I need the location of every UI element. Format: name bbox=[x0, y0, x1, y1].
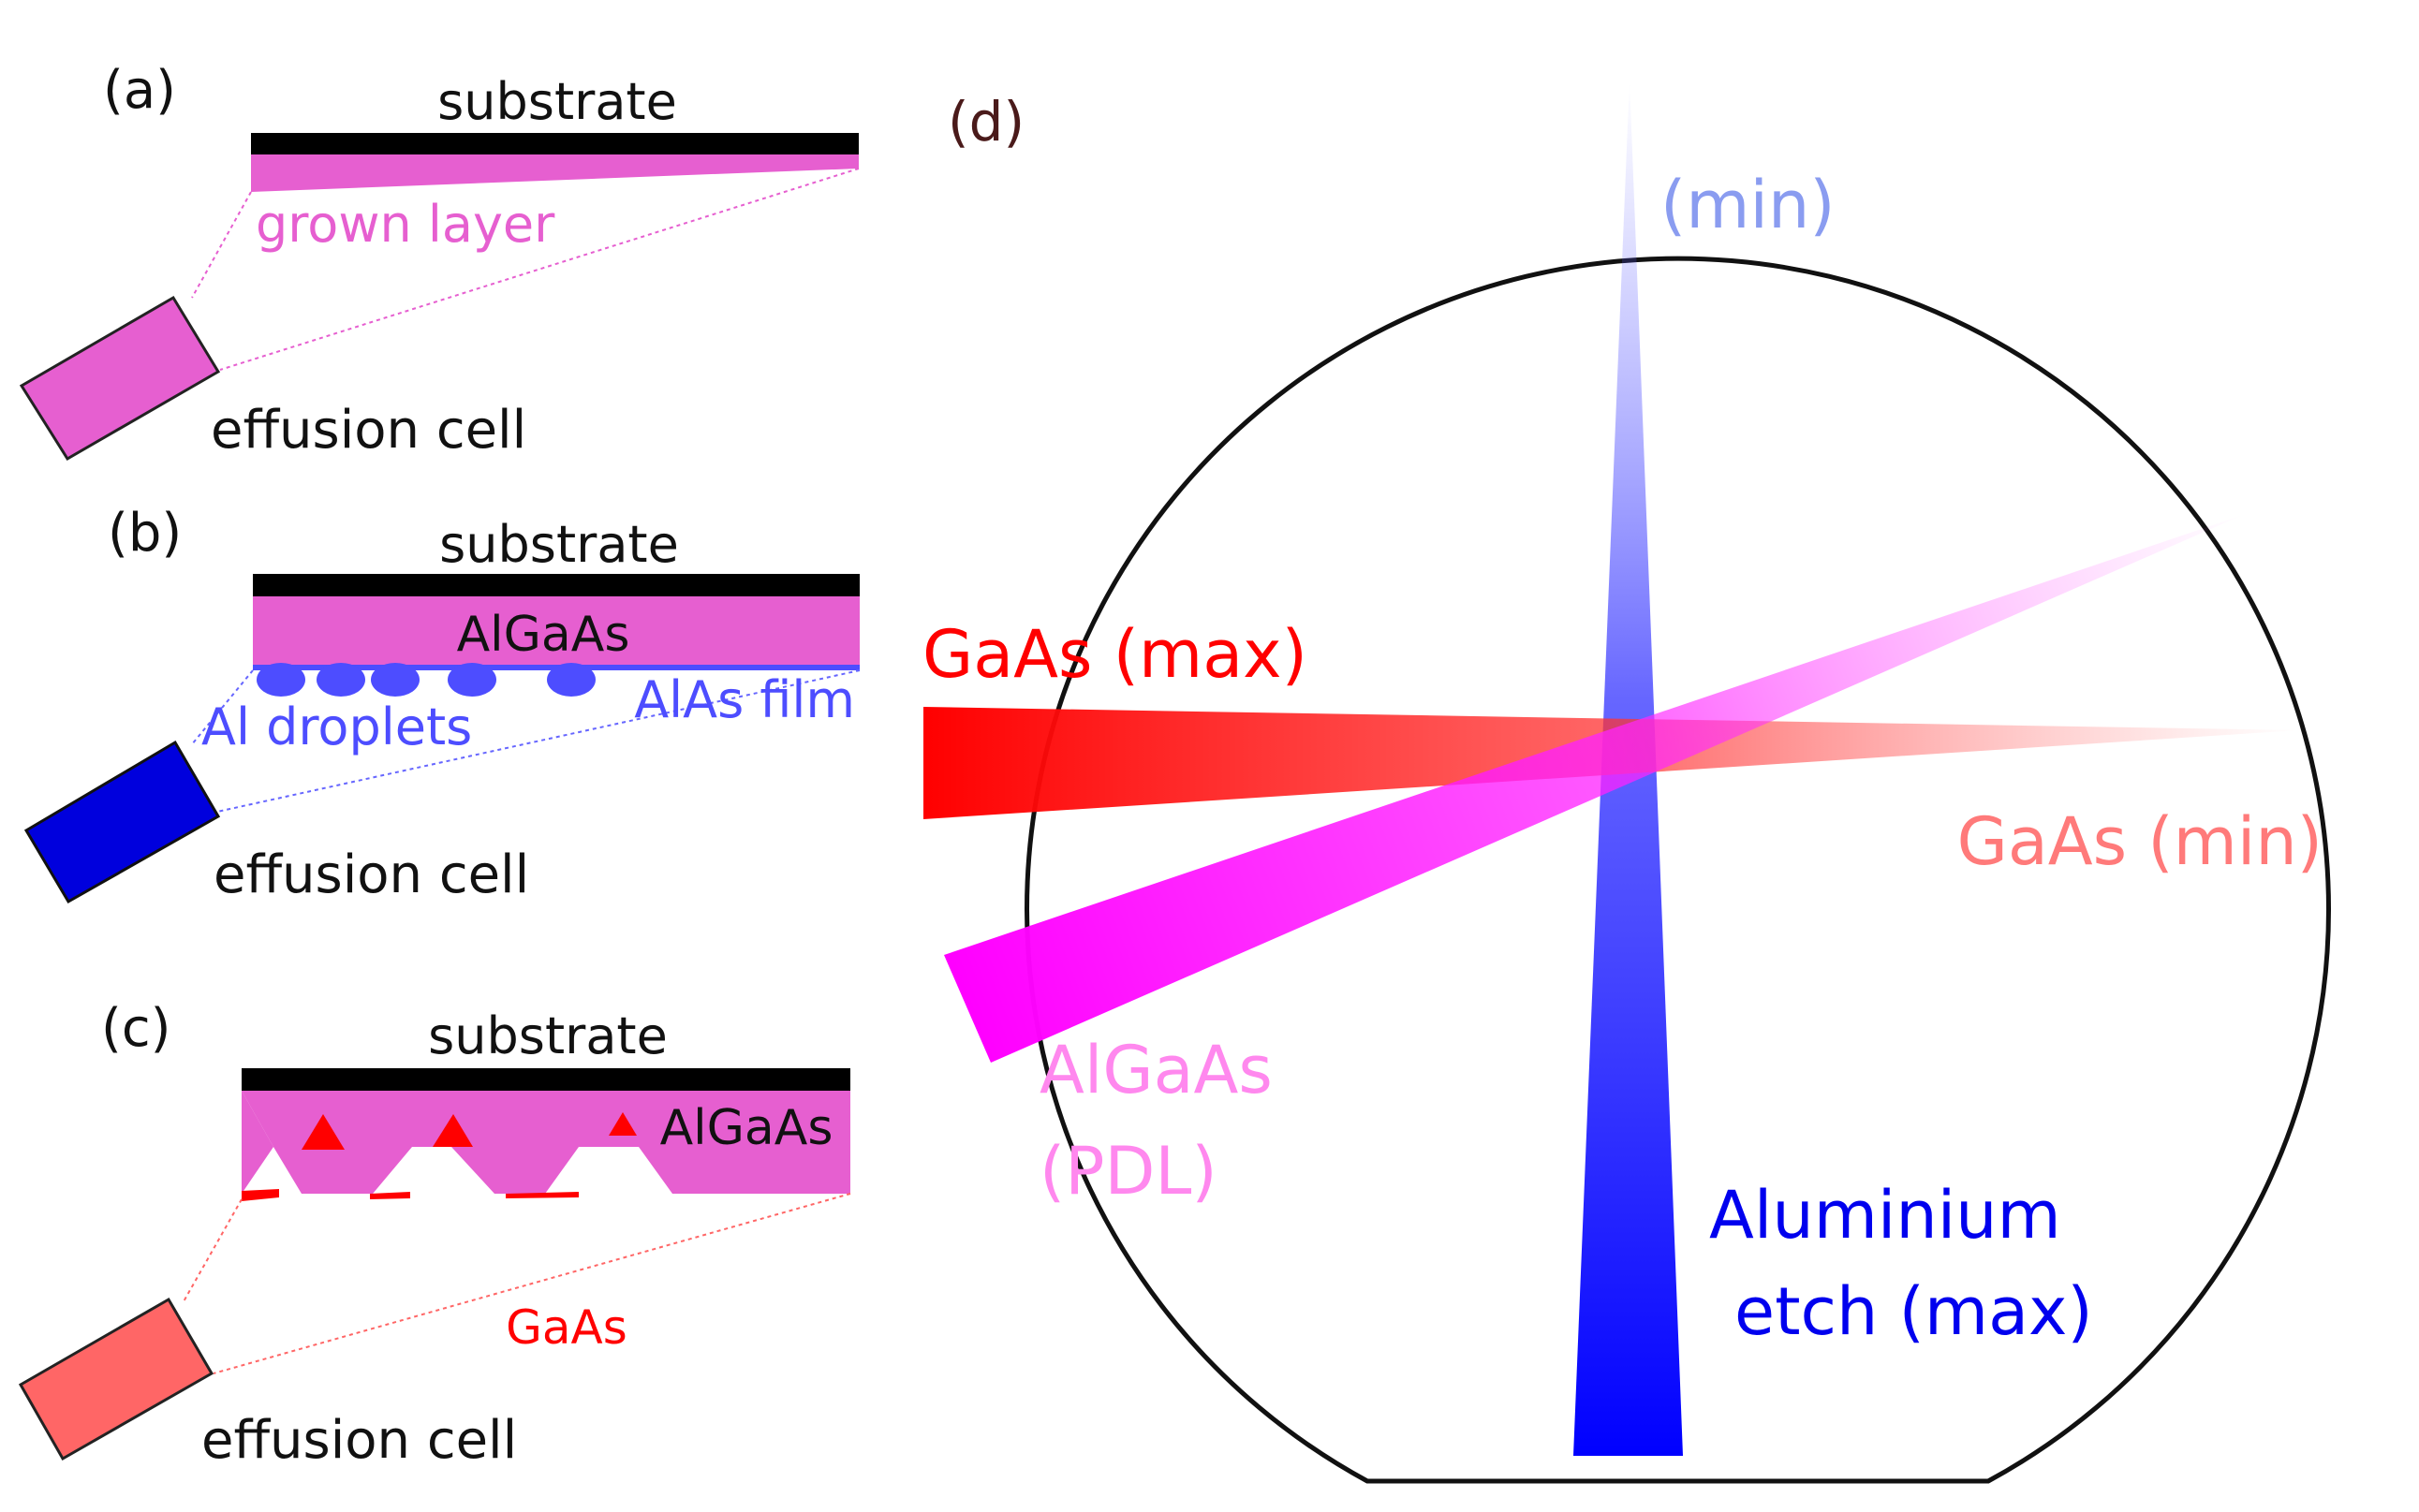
panel-b-algaas-layer bbox=[253, 596, 860, 665]
panel-b-film-label: AlAs film bbox=[634, 670, 855, 729]
aluminium-min-label: (min) bbox=[1660, 167, 1836, 243]
aluminium-etch-label-line1: Aluminium bbox=[1709, 1177, 2061, 1254]
panel-a: (a) substrate grown layer effusion cell bbox=[19, 60, 860, 462]
aluminium-etch-label-line2: etch (max) bbox=[1734, 1273, 2093, 1350]
panel-b-al-droplets bbox=[257, 663, 596, 697]
panel-b-droplets-label: Al droplets bbox=[201, 697, 472, 756]
panel-c-label: (c) bbox=[101, 998, 170, 1059]
al-droplet bbox=[448, 663, 496, 697]
panel-a-flux-line-top bbox=[191, 191, 252, 299]
panel-c-algaas-layer-left bbox=[242, 1091, 273, 1194]
algaas-pdl-label-line1: AlGaAs bbox=[1040, 1032, 1273, 1108]
gaas-triangle bbox=[609, 1112, 637, 1136]
gaas-triangle bbox=[302, 1114, 345, 1150]
panel-b-flux-line-top bbox=[191, 669, 254, 745]
al-droplet bbox=[547, 663, 596, 697]
algaas-pdl-label-line2: (PDL) bbox=[1040, 1133, 1217, 1210]
gaas-bottom-strip bbox=[506, 1192, 579, 1198]
panel-a-substrate bbox=[251, 133, 859, 154]
panel-a-substrate-label: substrate bbox=[437, 72, 677, 131]
panel-a-flux-line-bottom bbox=[219, 168, 860, 371]
panel-c-algaas-layer bbox=[242, 1091, 850, 1194]
panel-c-source-label: GaAs bbox=[506, 1300, 627, 1355]
algaas-wedge bbox=[944, 515, 2243, 1063]
panel-b: (b) substrate AlGaAs Al droplets AlAs fi… bbox=[23, 503, 861, 905]
panel-c-flux-line-top bbox=[182, 1198, 243, 1304]
panel-c-effusion-cell bbox=[18, 1297, 214, 1461]
panel-a-effusion-cell bbox=[19, 295, 221, 462]
gaas-bottom-strip bbox=[242, 1189, 279, 1201]
panel-b-label: (b) bbox=[108, 503, 182, 564]
panel-a-layer-label: grown layer bbox=[256, 195, 555, 254]
panel-c-gaas-deposits bbox=[242, 1112, 637, 1201]
panel-d: (d) (min) GaAs (max) GaAs (min) AlGaAs (… bbox=[922, 80, 2331, 1484]
panel-b-cell-label: effusion cell bbox=[214, 844, 529, 905]
panel-c: (c) substrate AlGaAs GaAs effusion cell bbox=[18, 998, 851, 1471]
gaas-triangle bbox=[433, 1114, 473, 1147]
panel-b-layer-label: AlGaAs bbox=[457, 607, 630, 663]
panel-b-substrate-label: substrate bbox=[439, 515, 679, 574]
gaas-bottom-strip bbox=[370, 1192, 410, 1199]
panel-c-substrate bbox=[242, 1068, 850, 1091]
panel-a-grown-layer bbox=[251, 154, 859, 192]
panel-c-substrate-label: substrate bbox=[428, 1006, 668, 1065]
panel-b-flux-line-bottom bbox=[216, 669, 861, 813]
al-droplet bbox=[371, 663, 420, 697]
panel-d-label: (d) bbox=[948, 90, 1025, 154]
panel-c-cell-label: effusion cell bbox=[201, 1410, 517, 1471]
gaas-min-label: GaAs (min) bbox=[1957, 803, 2323, 880]
gaas-max-label: GaAs (max) bbox=[922, 616, 1307, 693]
wafer-outline bbox=[1025, 256, 2331, 1484]
al-droplet bbox=[317, 663, 365, 697]
panel-a-cell-label: effusion cell bbox=[211, 400, 526, 461]
panel-b-effusion-cell bbox=[23, 740, 221, 904]
panel-c-layer-label: AlGaAs bbox=[660, 1100, 833, 1156]
panel-b-substrate bbox=[253, 574, 860, 596]
panel-c-flux-line-bottom bbox=[213, 1193, 851, 1374]
al-droplet bbox=[257, 663, 305, 697]
panel-a-label: (a) bbox=[103, 60, 176, 121]
